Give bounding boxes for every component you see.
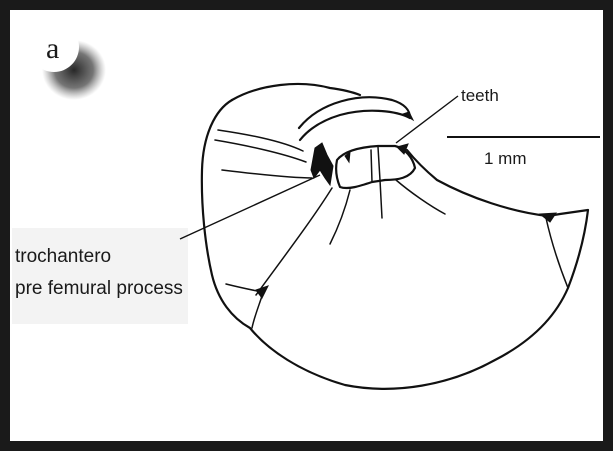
panel-label: a	[46, 32, 59, 65]
callout-label-background	[12, 228, 188, 324]
trochanter-label-line2: pre femural process	[15, 278, 183, 299]
scale-bar-label: 1 mm	[484, 149, 527, 168]
articulation-divider	[371, 150, 372, 182]
trochanter-label-line1: trochantero	[15, 246, 111, 267]
teeth-label: teeth	[461, 86, 499, 105]
